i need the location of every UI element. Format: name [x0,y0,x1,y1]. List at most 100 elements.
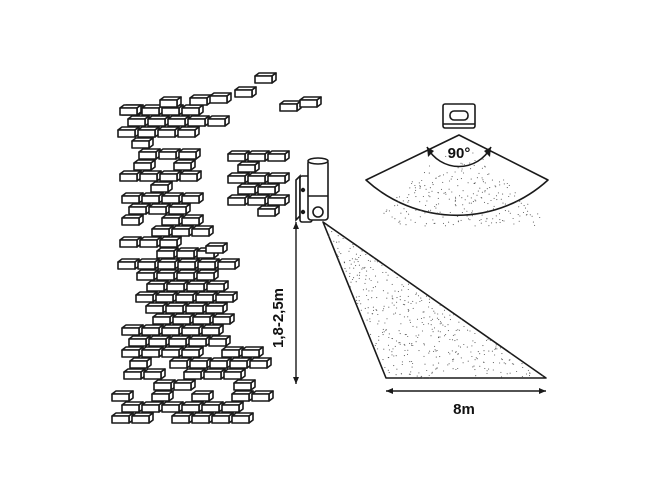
brick [171,225,194,237]
brick [136,269,159,281]
detection-dot [461,168,463,170]
detection-dot [506,187,508,189]
detection-dot [493,205,495,207]
detection-dot [426,200,428,202]
detection-fan [365,134,549,216]
detection-dot [542,375,544,377]
detection-dot [412,325,414,327]
detection-dot [503,220,505,222]
detection-dot [368,278,370,280]
detection-dot [376,309,378,311]
detection-dot [514,195,516,197]
detection-dot [349,267,351,269]
detection-dot [431,328,433,330]
detection-dot [481,167,483,169]
detection-dot [431,182,434,184]
detection-dot [388,333,390,335]
detection-dot [445,155,447,157]
detection-dot [438,341,440,343]
detection-dot [480,222,482,224]
brick [119,170,142,182]
detection-dot [433,327,436,329]
detection-dot [479,187,481,189]
detection-dot [476,194,478,196]
detection-dot [424,212,426,214]
detection-dot [513,363,515,365]
detection-dot [408,194,410,196]
detection-dot [403,343,405,345]
detection-dot [444,335,446,337]
detection-dot [369,321,371,323]
brick [145,302,168,314]
detection-dot [499,221,501,223]
detection-dot [474,369,476,371]
brick [279,100,302,112]
detection-dot [469,330,471,332]
detection-dot [449,353,451,355]
detection-dot [415,293,417,295]
detection-dot [385,271,387,273]
brick [121,346,144,358]
detection-dot [399,223,401,225]
detection-dot [399,333,401,335]
detection-dot [459,346,462,348]
detection-dot [371,313,373,315]
detection-dot [495,346,497,348]
detection-dot [382,290,384,292]
brick [183,368,206,380]
detection-dot [447,330,449,332]
detection-dot [460,357,462,359]
detection-dot [408,200,410,202]
detection-dot [436,349,438,352]
detection-dot [428,374,430,377]
detection-dot [518,206,520,208]
detection-dot [452,360,454,362]
detection-dot [502,193,504,195]
detection-dot [532,221,534,223]
detection-dot [474,199,476,201]
detection-dot [407,335,409,338]
detection-dot [501,353,503,355]
detection-dot [359,254,361,257]
detection-dot [424,185,426,187]
detection-dot [471,345,473,347]
detection-dot [506,182,508,185]
detection-dot [437,197,439,199]
detection-dot [377,313,379,316]
detection-dot [488,350,490,352]
detection-dot [469,219,471,221]
detection-dot [438,175,440,178]
brick [205,242,228,254]
detection-dot [409,361,411,363]
brick [135,291,158,303]
detection-dot [458,321,460,323]
detection-dot [487,203,489,205]
detection-dot [385,210,387,212]
detection-dot [358,256,360,259]
angle-arrow-right [484,147,491,157]
detection-dot [527,369,529,371]
detection-dot [476,358,478,360]
detection-dot [442,313,444,315]
detection-dot [435,368,437,370]
detection-dot [403,355,405,357]
detection-dot [356,259,358,261]
detection-dot [521,375,523,378]
detection-dot [407,308,409,311]
detection-dot [421,375,423,377]
detection-dot [482,179,484,181]
detection-dot [518,220,520,222]
detection-dot [448,351,450,353]
detection-dot [398,330,400,332]
detection-dot [416,375,418,377]
detection-dot [494,354,496,356]
detection-dot [432,219,434,221]
brick [157,126,180,138]
detection-dot [378,339,380,341]
detection-dot [399,343,401,345]
detection-dot [415,189,417,191]
detection-dot [425,295,428,297]
detection-dot [516,201,518,203]
detection-dot [464,199,466,201]
brick [138,148,161,160]
